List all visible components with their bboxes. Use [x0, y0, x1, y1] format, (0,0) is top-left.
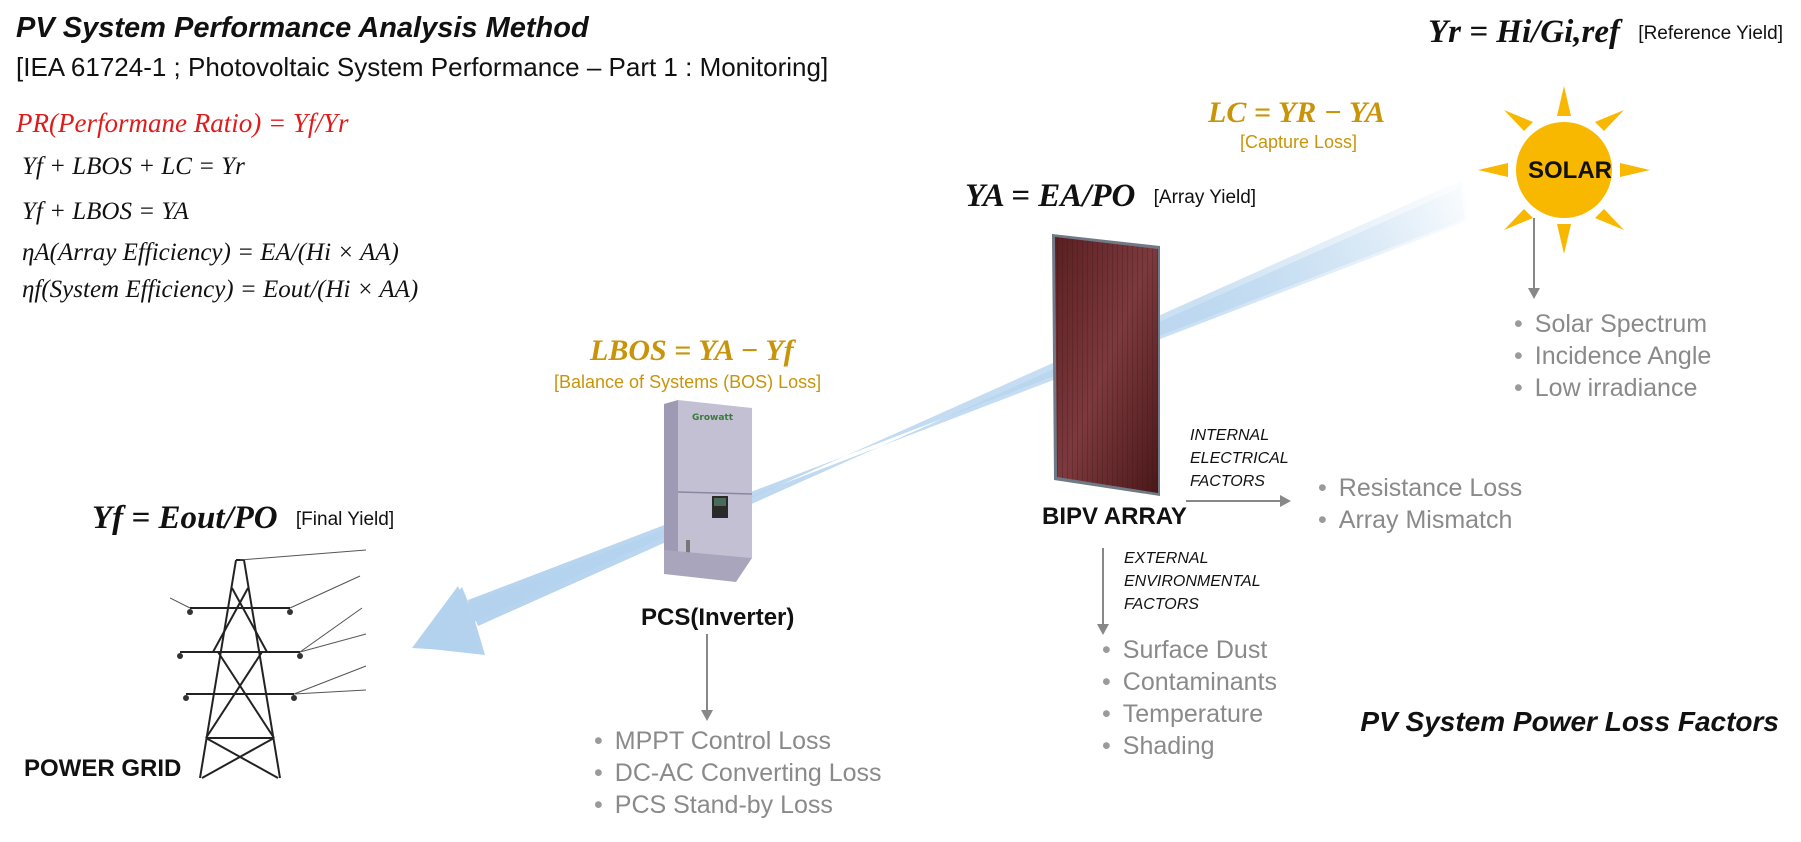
reference-yield-label: [Reference Yield]	[1638, 23, 1783, 45]
yield-balance-equation: Yf + LBOS + LC = Yr	[22, 153, 245, 180]
reference-yield: Yr = Hi/Gi,ref [Reference Yield]	[1428, 14, 1783, 51]
page-title: PV System Performance Analysis Method	[16, 12, 589, 44]
standard-reference: [IEA 61724-1 ; Photovoltaic System Perfo…	[16, 52, 829, 82]
array-yield: YA = EA/PO [Array Yield]	[965, 178, 1256, 215]
list-item: Contaminants	[1102, 666, 1277, 698]
list-item: PCS Stand-by Loss	[594, 789, 882, 821]
external-factors-label: EXTERNAL ENVIRONMENTAL FACTORS	[1124, 550, 1261, 613]
list-item: Temperature	[1102, 698, 1277, 730]
internal-factors-arrow	[1186, 495, 1291, 507]
array-yield-label: [Array Yield]	[1153, 187, 1257, 209]
bipv-array-label: BIPV ARRAY	[1042, 503, 1187, 530]
external-factors-arrow	[1097, 548, 1109, 635]
list-item: Solar Spectrum	[1514, 308, 1711, 340]
internal-factors-label: INTERNAL ELECTRICAL FACTORS	[1190, 427, 1289, 490]
svg-text:Growatt: Growatt	[692, 413, 734, 423]
final-yield-label: [Final Yield]	[295, 509, 395, 531]
solar-loss-list: Solar Spectrum Incidence Angle Low irrad…	[1514, 308, 1712, 404]
bos-loss-label: [Balance of Systems (BOS) Loss]	[554, 372, 822, 392]
capture-loss-label: [Capture Loss]	[1240, 132, 1358, 152]
external-loss-list: Surface Dust Contaminants Temperature Sh…	[1102, 634, 1277, 762]
list-item: Surface Dust	[1102, 634, 1277, 666]
performance-ratio-equation: PR(Performane Ratio) = Yf/Yr	[16, 108, 349, 138]
bos-loss-formula: LBOS = YA − Yf	[590, 334, 794, 367]
solar-down-arrow	[1528, 218, 1540, 299]
system-efficiency-equation: ηf(System Efficiency) = Eout/(Hi × AA)	[22, 276, 419, 303]
solar-label: SOLAR	[1528, 157, 1612, 184]
array-yield-formula: YA = EA/PO	[965, 178, 1136, 214]
diagram-caption: PV System Power Loss Factors	[1360, 706, 1779, 737]
list-item: Shading	[1102, 730, 1277, 762]
list-item: MPPT Control Loss	[594, 725, 882, 757]
list-item: Incidence Angle	[1514, 340, 1712, 372]
final-yield: Yf = Eout/PO [Final Yield]	[92, 500, 394, 537]
inverter-down-arrow	[701, 634, 713, 721]
list-item: DC-AC Converting Loss	[594, 757, 882, 789]
bipv-panel-icon	[1052, 234, 1160, 496]
capture-loss-formula: LC = YR − YA	[1208, 96, 1385, 129]
list-item: Array Mismatch	[1318, 504, 1522, 536]
reference-yield-formula: Yr = Hi/Gi,ref	[1428, 14, 1621, 50]
inverter-label: PCS(Inverter)	[641, 604, 795, 631]
list-item: Resistance Loss	[1318, 472, 1522, 504]
power-grid-label: POWER GRID	[24, 755, 182, 782]
final-yield-formula: Yf = Eout/PO	[92, 500, 278, 536]
array-yield-balance-equation: Yf + LBOS = YA	[22, 198, 189, 225]
inverter-icon: Growatt	[664, 400, 753, 582]
sun-icon	[1478, 86, 1650, 254]
internal-loss-list: Resistance Loss Array Mismatch	[1318, 472, 1522, 536]
power-tower-icon	[170, 549, 367, 779]
inverter-loss-list: MPPT Control Loss DC-AC Converting Loss …	[594, 725, 882, 821]
array-efficiency-equation: ηA(Array Efficiency) = EA/(Hi × AA)	[22, 239, 399, 266]
list-item: Low irradiance	[1514, 372, 1711, 404]
